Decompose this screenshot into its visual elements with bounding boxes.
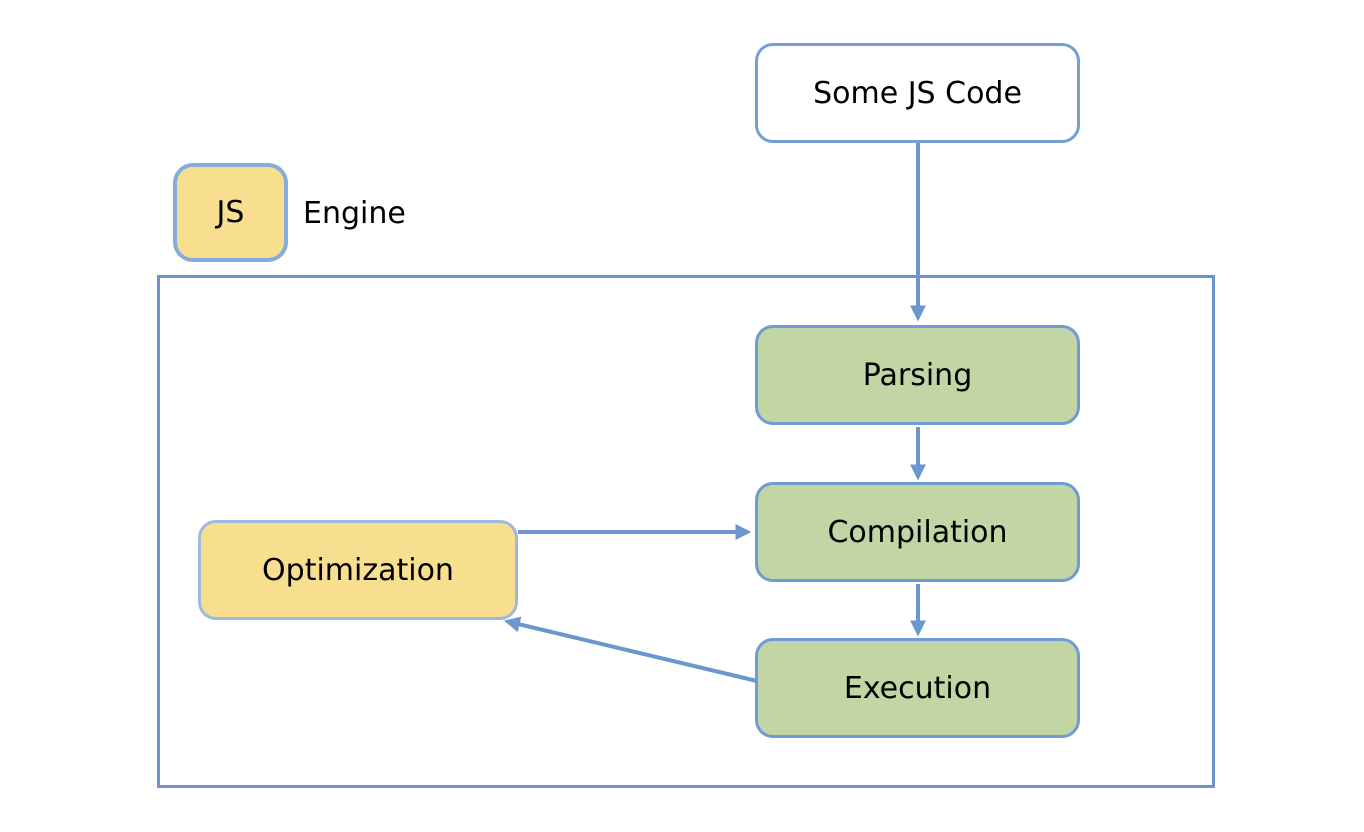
engine-container-box xyxy=(157,275,1215,788)
node-parsing: Parsing xyxy=(755,325,1080,425)
js-badge: JS xyxy=(173,163,288,262)
node-optimization: Optimization xyxy=(198,520,518,620)
node-some-js-code: Some JS Code xyxy=(755,43,1080,143)
node-execution: Execution xyxy=(755,638,1080,738)
node-compilation-label: Compilation xyxy=(827,514,1008,550)
node-compilation: Compilation xyxy=(755,482,1080,582)
engine-label: Engine xyxy=(303,196,406,231)
node-some-js-code-label: Some JS Code xyxy=(813,75,1022,111)
node-execution-label: Execution xyxy=(843,670,992,706)
js-badge-label: JS xyxy=(216,195,245,230)
node-optimization-label: Optimization xyxy=(262,552,454,588)
node-parsing-label: Parsing xyxy=(862,357,973,393)
